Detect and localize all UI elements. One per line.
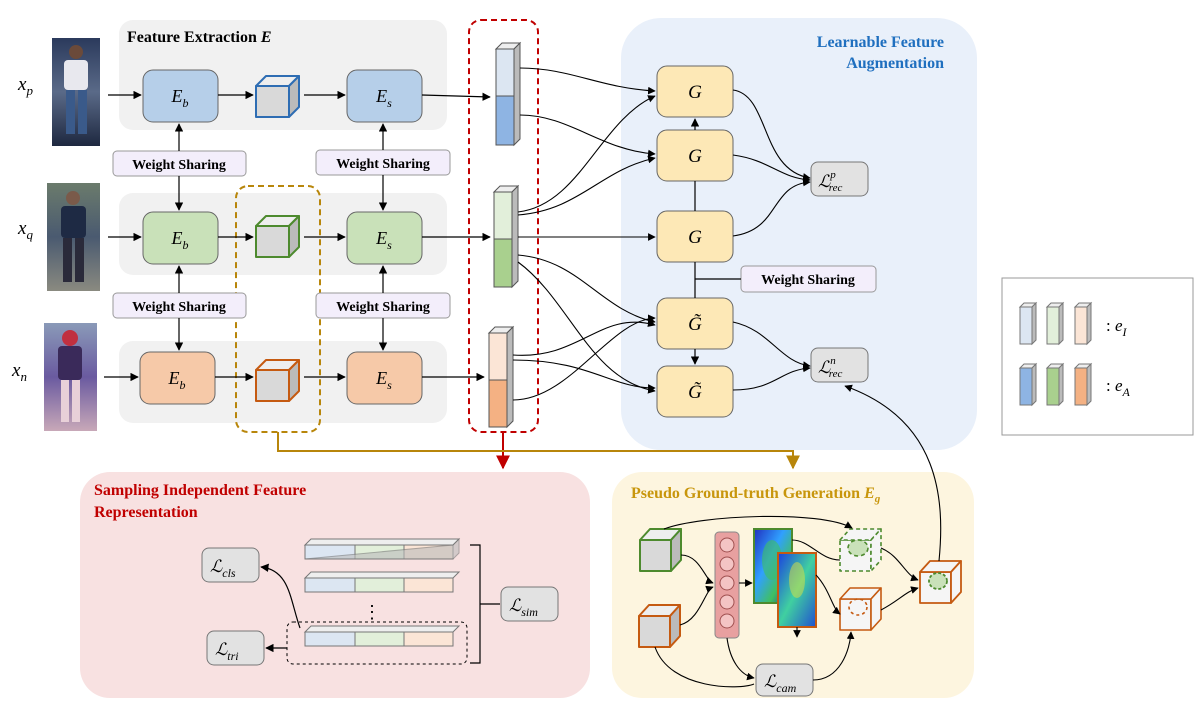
encoder-es-n: Es [346,351,423,405]
cam-heatmap-orange [777,552,817,628]
sampling-loss-arrows [260,563,301,653]
selected-vector-outline [286,621,468,665]
generator-to-loss-curves [732,89,811,391]
svg-text:Weight Sharing: Weight Sharing [761,273,855,288]
svg-text:Eb: Eb [168,368,186,392]
svg-text:Es: Es [375,86,392,110]
embedding-bar-q [492,184,520,289]
loss-tri: ℒtri [206,630,265,666]
pseudo-cube-green-dashed [839,528,882,572]
embedding-to-generator-curves [512,67,656,401]
lfa-title-line1: Learnable Feature [817,34,944,51]
generator-g-2: G [656,129,734,182]
svg-text:Eb: Eb [171,228,189,252]
svg-text:G: G [688,146,702,167]
sim-brace [470,544,500,664]
sampled-vector-2 [303,571,461,593]
input-xn-label: xn [11,360,27,384]
svg-text:Weight Sharing: Weight Sharing [132,158,226,173]
feature-cube-q [255,215,300,258]
pseudo-cube-green [639,528,682,572]
svg-text:Es: Es [375,368,392,392]
input-xp-label: xp [17,74,33,98]
encoder-eb-n: Eb [139,351,216,405]
person-image-xq [47,183,100,291]
encoder-es-p: Es [346,69,423,123]
legend-ei-cubes [1018,301,1093,346]
sampling-title-line1: Sampling Independent Feature [94,482,306,499]
shared-feature-region [235,185,321,433]
vertical-ellipsis: ⋮ [363,602,381,622]
svg-text:ℒcam: ℒcam [764,672,797,695]
weight-sharing-box-4: Weight Sharing [315,292,451,319]
sampling-title-line2: Representation [94,504,198,521]
legend-ea-cubes [1018,362,1093,407]
weight-sharing-box-g: Weight Sharing [740,265,877,293]
generator-g-3: G [656,210,734,263]
encoder-eb-p: Eb [142,69,219,123]
svg-text:ℒcls: ℒcls [210,557,236,580]
pseudo-title: Pseudo Ground-truth Generation Eg [631,485,881,505]
svg-text:Es: Es [375,228,392,252]
svg-text:G: G [688,82,702,103]
svg-text:Weight Sharing: Weight Sharing [336,157,430,172]
pseudo-cube-orange-dashed [839,587,882,631]
svg-text:ℒtri: ℒtri [215,640,239,663]
sampled-vector-1 [303,537,461,560]
legend-panel [1001,277,1194,436]
generator-g-1: G [656,65,734,118]
generator-links [690,118,741,365]
weight-sharing-box-3: Weight Sharing [112,292,247,319]
encoder-es-q: Es [346,211,423,265]
weight-sharing-box-2: Weight Sharing [315,149,451,176]
feature-cube-n [255,359,300,402]
svg-text:ℒsim: ℒsim [509,596,538,619]
weight-sharing-box-1: Weight Sharing [112,150,247,177]
pseudo-cube-combined [919,560,962,604]
pseudo-cube-orange [638,604,681,648]
weight-sharing-arrows [174,123,388,351]
svg-text:G: G [688,227,702,248]
lfa-title-line2: Augmentation [846,55,944,72]
feature-cube-p [255,75,300,118]
sampled-vector-3 [303,625,461,647]
svg-text:G̃: G̃ [688,314,702,335]
embedding-bar-n [487,325,515,429]
loss-sim: ℒsim [500,586,559,622]
connector-arrows [277,432,800,470]
person-image-xn [44,323,97,431]
row-flow-arrows [104,90,491,382]
embedding-bar-p [494,41,522,147]
loss-cls: ℒcls [201,547,260,583]
svg-text:Weight Sharing: Weight Sharing [132,300,226,315]
svg-text:G̃: G̃ [688,382,702,403]
person-image-xp [52,38,100,146]
pseudo-flow-arrows [654,384,942,688]
legend-ei-label: : eI [1106,316,1128,339]
input-xq-label: xq [17,218,33,242]
svg-text:Eb: Eb [171,86,189,110]
generator-g-tilde-2: G̃ [656,365,734,418]
classifier-column [714,531,740,639]
feature-extraction-title: Feature Extraction E [127,29,272,46]
loss-cam: ℒcam [755,663,814,697]
legend-ea-label: : eA [1106,376,1131,399]
generator-g-tilde-1: G̃ [656,297,734,350]
svg-text:Weight Sharing: Weight Sharing [336,300,430,315]
encoder-eb-q: Eb [142,211,219,265]
